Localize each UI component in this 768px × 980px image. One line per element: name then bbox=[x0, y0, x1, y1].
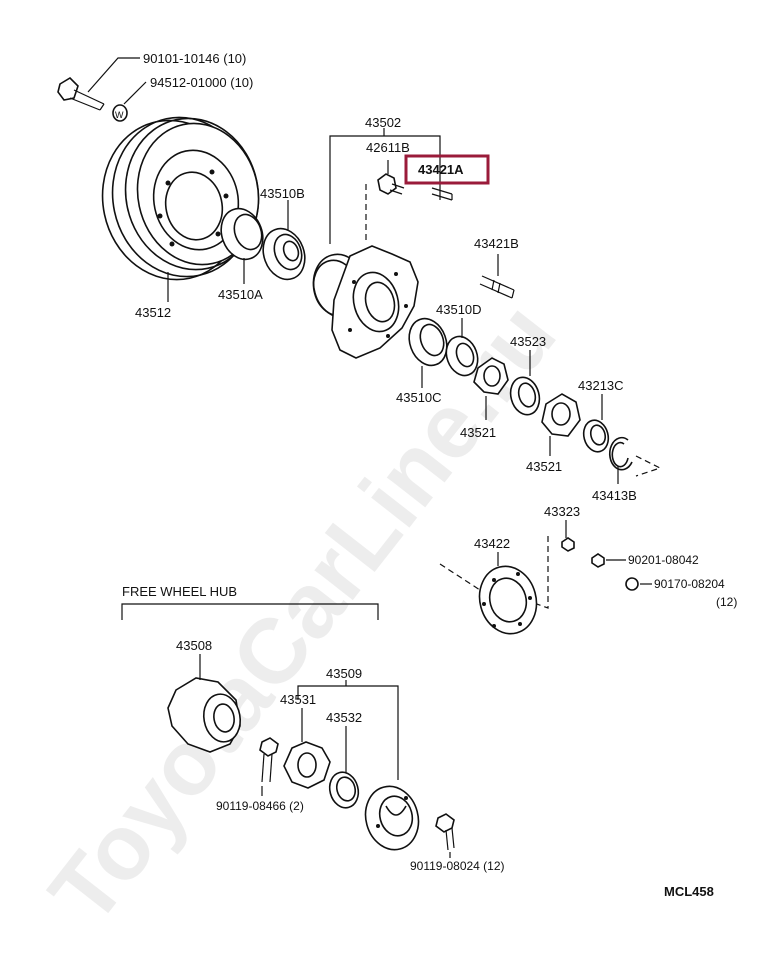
label-90170-qty: (12) bbox=[716, 595, 737, 609]
free-wheel-body-43508[interactable] bbox=[167, 677, 244, 753]
label-43531[interactable]: 43531 bbox=[280, 692, 316, 707]
label-43523[interactable]: 43523 bbox=[510, 334, 546, 349]
label-43510A[interactable]: 43510A bbox=[218, 287, 263, 302]
label-43213C[interactable]: 43213C bbox=[578, 378, 624, 393]
nut-90170[interactable] bbox=[625, 577, 639, 591]
flange-43422[interactable] bbox=[472, 560, 544, 640]
label-43532[interactable]: 43532 bbox=[326, 710, 362, 725]
bearing-race-43510A[interactable] bbox=[214, 203, 269, 266]
stud-43421A[interactable] bbox=[431, 187, 453, 201]
hub-cover-43509[interactable] bbox=[359, 780, 426, 855]
label-90119-08024[interactable]: 90119-08024 (12) bbox=[410, 859, 505, 873]
snap-ring-43413B[interactable] bbox=[608, 436, 633, 471]
washer-94512[interactable]: W bbox=[112, 104, 128, 122]
label-90119-08466[interactable]: 90119-08466 (2) bbox=[216, 799, 304, 813]
plate-43531[interactable] bbox=[283, 741, 331, 789]
label-43413B[interactable]: 43413B bbox=[592, 488, 637, 503]
label-90170[interactable]: 90170-08204 bbox=[654, 577, 725, 591]
diagram-code: MCL458 bbox=[664, 884, 714, 899]
label-43421B[interactable]: 43421B bbox=[474, 236, 519, 251]
label-43421A[interactable]: 43421A bbox=[418, 162, 464, 177]
label-43510B[interactable]: 43510B bbox=[260, 186, 305, 201]
label-43512[interactable]: 43512 bbox=[135, 305, 171, 320]
label-43508[interactable]: 43508 bbox=[176, 638, 212, 653]
ring-43213C[interactable] bbox=[580, 417, 611, 454]
label-90101[interactable]: 90101-10146 (10) bbox=[143, 51, 246, 66]
svg-text:W: W bbox=[115, 110, 124, 120]
label-42611B[interactable]: 42611B bbox=[366, 140, 410, 155]
ring-43532[interactable] bbox=[326, 769, 362, 811]
label-43510C[interactable]: 43510C bbox=[396, 390, 442, 405]
bolt-90101[interactable] bbox=[57, 76, 105, 111]
brake-disc-43512[interactable] bbox=[88, 104, 272, 293]
lock-washer-43523[interactable] bbox=[507, 374, 544, 418]
highlight-box-43421A[interactable] bbox=[404, 154, 490, 185]
label-94512[interactable]: 94512-01000 (10) bbox=[150, 75, 253, 90]
bearing-43510C[interactable] bbox=[403, 313, 453, 370]
label-90201[interactable]: 90201-08042 bbox=[628, 553, 699, 567]
seal-43510D[interactable] bbox=[441, 332, 483, 380]
label-43422[interactable]: 43422 bbox=[474, 536, 510, 551]
bolt-90119-08024[interactable] bbox=[435, 813, 455, 851]
free-wheel-hub-title: FREE WHEEL HUB bbox=[122, 584, 237, 599]
label-43510D[interactable]: 43510D bbox=[436, 302, 482, 317]
bearing-43510B[interactable] bbox=[256, 223, 311, 286]
nut-43323[interactable] bbox=[561, 537, 575, 552]
nut-43521-inner[interactable] bbox=[473, 357, 509, 395]
label-43509[interactable]: 43509 bbox=[326, 666, 362, 681]
nut-90201[interactable] bbox=[591, 553, 605, 568]
wheel-hub[interactable] bbox=[307, 245, 419, 359]
stud-43421B[interactable] bbox=[479, 275, 515, 299]
bolt-90119-08466[interactable] bbox=[259, 737, 279, 783]
label-43521-b[interactable]: 43521 bbox=[526, 459, 562, 474]
label-43502[interactable]: 43502 bbox=[365, 115, 401, 130]
label-43521-a[interactable]: 43521 bbox=[460, 425, 496, 440]
label-43323[interactable]: 43323 bbox=[544, 504, 580, 519]
stud-42611B[interactable] bbox=[377, 173, 405, 195]
nut-43521-outer[interactable] bbox=[541, 393, 581, 437]
